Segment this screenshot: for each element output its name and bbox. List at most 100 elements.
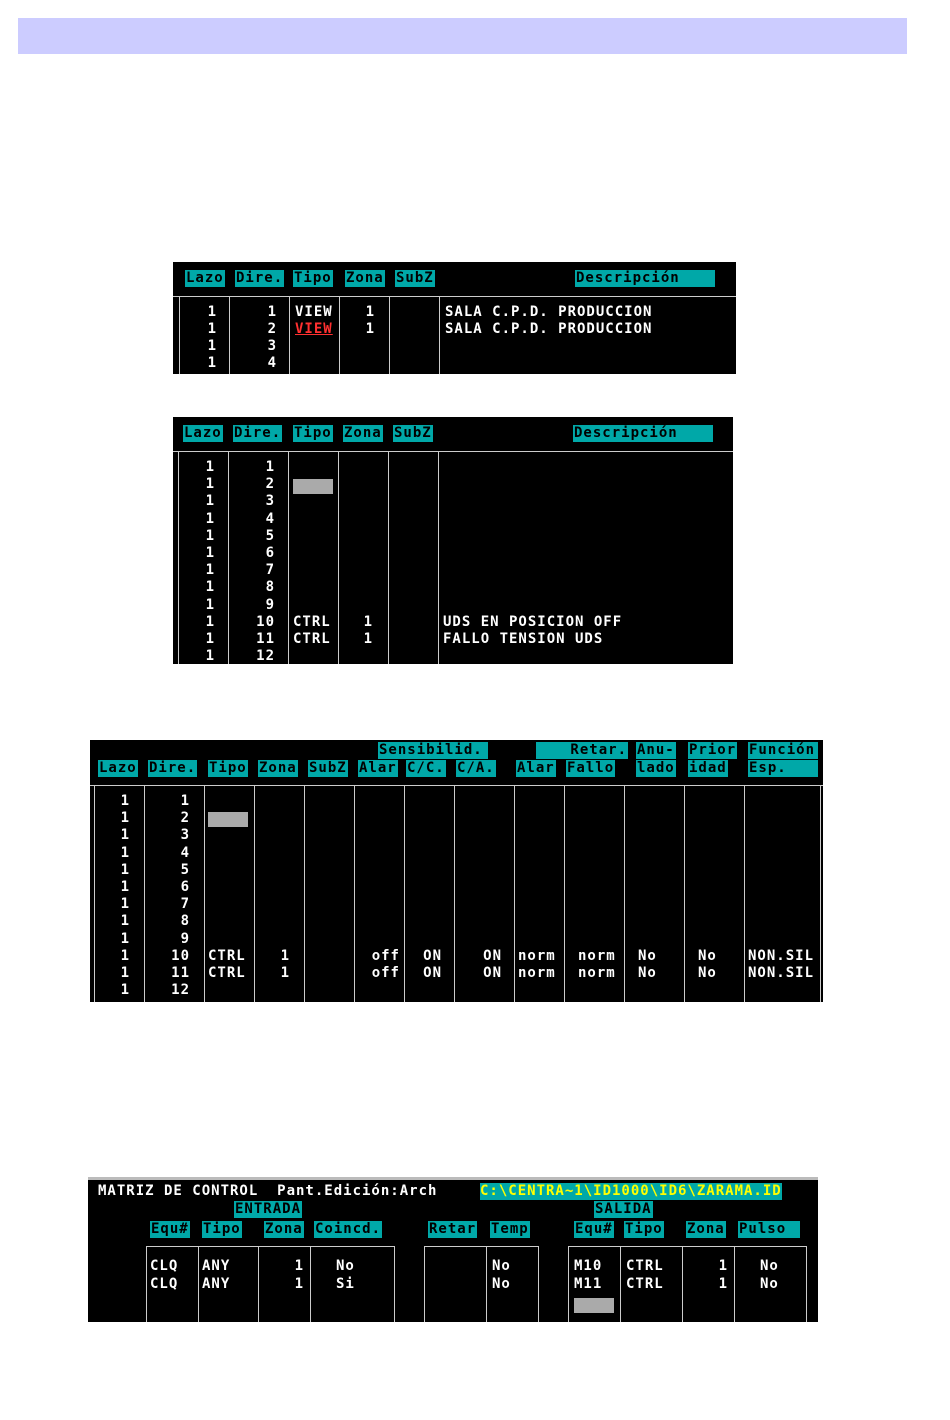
header-descripcion: Descripción [573,425,713,442]
cell-prioridad [698,862,738,879]
cell-dire: 4 [265,510,275,527]
text-cursor [574,1298,614,1313]
cell-descripcion [443,545,723,562]
cell-anulado [638,896,678,913]
cell-dire: 6 [265,545,275,561]
cell-funcion [748,896,820,913]
cell-tipo [208,827,252,844]
cell-descripcion [443,493,723,510]
cell-zona [341,476,373,493]
text-cursor [208,812,248,827]
header-zona: Zona [343,425,383,442]
cell-ca [454,793,502,810]
cell-fallo [578,862,622,879]
cell-tipo [293,476,337,493]
cell-sens-alar [354,810,400,827]
cell-zona [254,913,290,930]
header-anu1: Anu- [636,742,676,759]
cell-zona [341,493,373,510]
cell-fallo [578,810,622,827]
text-cursor [293,479,333,494]
header-equ: Equ# [150,1221,190,1238]
cell-tipo [208,913,252,930]
cell-cc [404,896,442,913]
cell-zona [254,896,290,913]
header-tipo: Tipo [202,1221,242,1238]
cell-tipo [208,793,252,810]
cell-anulado [638,793,678,810]
header-fun2: Esp. [748,760,818,777]
cell-anulado [638,913,678,930]
cell-cc: ON [423,965,442,981]
cell-descripcion [443,579,723,596]
cell-tipo [293,648,337,664]
cell-ca [454,931,502,948]
cell-retar-alar [518,793,562,810]
cell-descripcion [443,528,723,545]
cell-sens-alar [354,793,400,810]
cell-zona [254,982,290,999]
cell-sens-alar [354,913,400,930]
header-anu2: lado [636,760,676,777]
cell-dire: 5 [265,527,275,544]
header-retar: Retar [428,1221,478,1238]
header-zona: Zona [258,760,298,777]
cell-retar-alar [518,862,562,879]
file-path: C:\CENTRA~1\ID1000\ID6\ZARAMA.ID [480,1183,782,1200]
cell-zona: 1 [294,1276,304,1292]
cell-anulado: No [638,965,657,981]
cell-prioridad [698,793,738,810]
cell-prioridad [698,982,738,999]
cell-dire: 7 [180,896,190,913]
cell-ca [454,862,502,879]
cell-lazo: 1 [120,896,130,913]
cell-tipo [293,511,337,528]
cell-sens-alar [354,879,400,896]
cell-zona: 1 [365,321,375,337]
cell-cc [404,793,442,810]
cell-cc: ON [423,947,442,964]
cell-funcion: NON.SIL [748,965,815,981]
cell-ca [454,810,502,827]
cell-dire: 2 [265,476,275,493]
cell-ca [454,913,502,930]
cell-lazo: 1 [205,596,215,613]
cell-zona [254,827,290,844]
cell-dire: 8 [180,913,190,930]
cell-dire: 8 [265,579,275,596]
cell-tipo: ANY [202,1258,231,1274]
cell-anulado [638,827,678,844]
cell-lazo: 1 [120,930,130,947]
cell-equ: CLQ [150,1276,179,1292]
cell-retar-alar [518,827,562,844]
cell-tipo: VIEW [295,304,333,320]
cell-prioridad [698,827,738,844]
cell-tipo: CTRL [293,631,331,647]
cell-cc [404,810,442,827]
header-subz: SubZ [393,425,433,442]
header-zona: Zona [345,270,385,287]
cell-funcion [748,931,820,948]
cell-descripcion [443,562,723,579]
cell-tipo [208,931,252,948]
matriz-title: MATRIZ DE CONTROL Pant.Edición:Arch [98,1183,438,1199]
cell-zona: 1 [280,965,290,981]
cell-zona [254,879,290,896]
cell-tipo [208,845,252,862]
cell-dire: 11 [256,631,275,647]
header-coincd: Coincd. [314,1221,383,1238]
cell-temp: No [492,1276,511,1292]
cell-ca: ON [483,947,502,964]
cell-tipo [208,982,252,999]
cell-dire: 3 [265,493,275,510]
cell-dire: 6 [180,879,190,895]
cell-retar-alar [518,879,562,896]
cell-descripcion: SALA C.P.D. PRODUCCION [445,304,653,320]
cell-fallo [578,827,622,844]
cell-dire: 4 [180,844,190,861]
cell-dire: 11 [171,965,190,981]
cell-lazo: 1 [205,527,215,544]
cell-lazo: 1 [120,827,130,844]
cell-cc [404,827,442,844]
header-descripcion: Descripción [575,270,715,287]
